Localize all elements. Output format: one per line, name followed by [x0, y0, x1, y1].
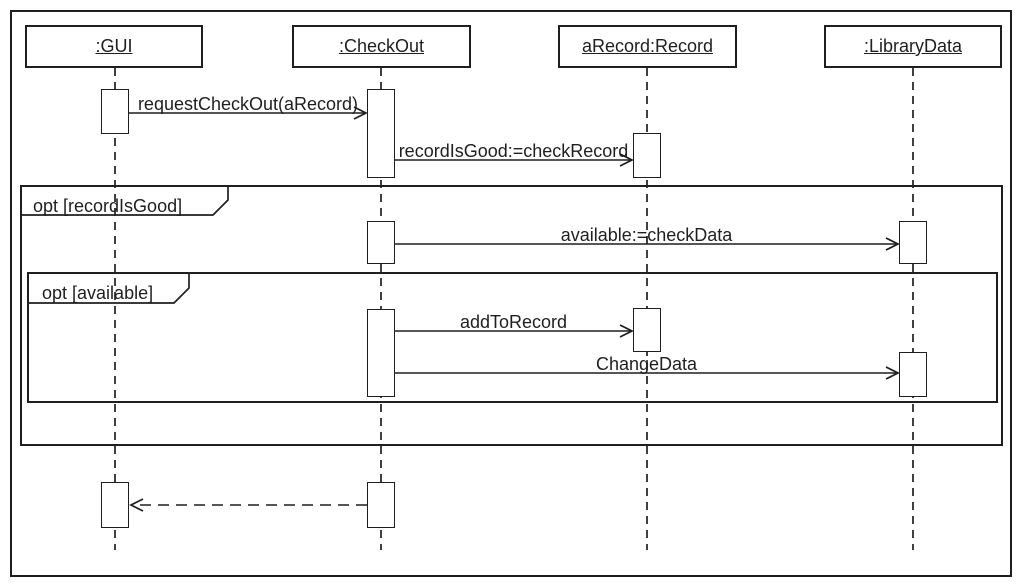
activation-checkout-1 [367, 89, 395, 178]
fragment-inner-label: opt[available] [42, 283, 153, 304]
activation-checkout-4 [367, 482, 395, 528]
fragment-opt-recordIsGood [20, 185, 1003, 446]
message-label-checkData: available:=checkData [560, 225, 733, 245]
fragment-opt-available [27, 272, 998, 403]
message-label-addToRecord: addToRecord [459, 312, 568, 332]
fragment-outer-label: opt[recordIsGood] [33, 196, 182, 217]
message-label-requestCheckOut: requestCheckOut(aRecord) [137, 94, 359, 114]
lifeline-head-record: aRecord:Record [558, 25, 737, 68]
lifeline-head-record-label: aRecord:Record [581, 36, 714, 56]
activation-gui-2 [101, 482, 129, 528]
lifeline-head-checkout-label: :CheckOut [338, 36, 425, 56]
fragment-outer-guard: [recordIsGood] [63, 196, 183, 216]
activation-librarydata-1 [899, 221, 927, 264]
fragment-inner-operator: opt [42, 283, 68, 303]
message-label-checkRecord: recordIsGood:=checkRecord [398, 141, 629, 161]
activation-gui-1 [101, 89, 129, 134]
activation-record-2 [633, 308, 661, 352]
activation-librarydata-2 [899, 352, 927, 397]
lifeline-head-checkout: :CheckOut [292, 25, 471, 68]
fragment-inner-guard: [available] [72, 283, 154, 303]
lifeline-head-gui: :GUI [25, 25, 203, 68]
activation-checkout-2 [367, 221, 395, 264]
fragment-outer-operator: opt [33, 196, 59, 216]
lifeline-head-librarydata-label: :LibraryData [863, 36, 963, 56]
lifeline-head-gui-label: :GUI [95, 36, 133, 56]
activation-checkout-3 [367, 309, 395, 397]
diagram-border [10, 10, 1012, 577]
lifeline-head-librarydata: :LibraryData [824, 25, 1002, 68]
activation-record-1 [633, 133, 661, 178]
message-label-changeData: ChangeData [595, 354, 698, 374]
